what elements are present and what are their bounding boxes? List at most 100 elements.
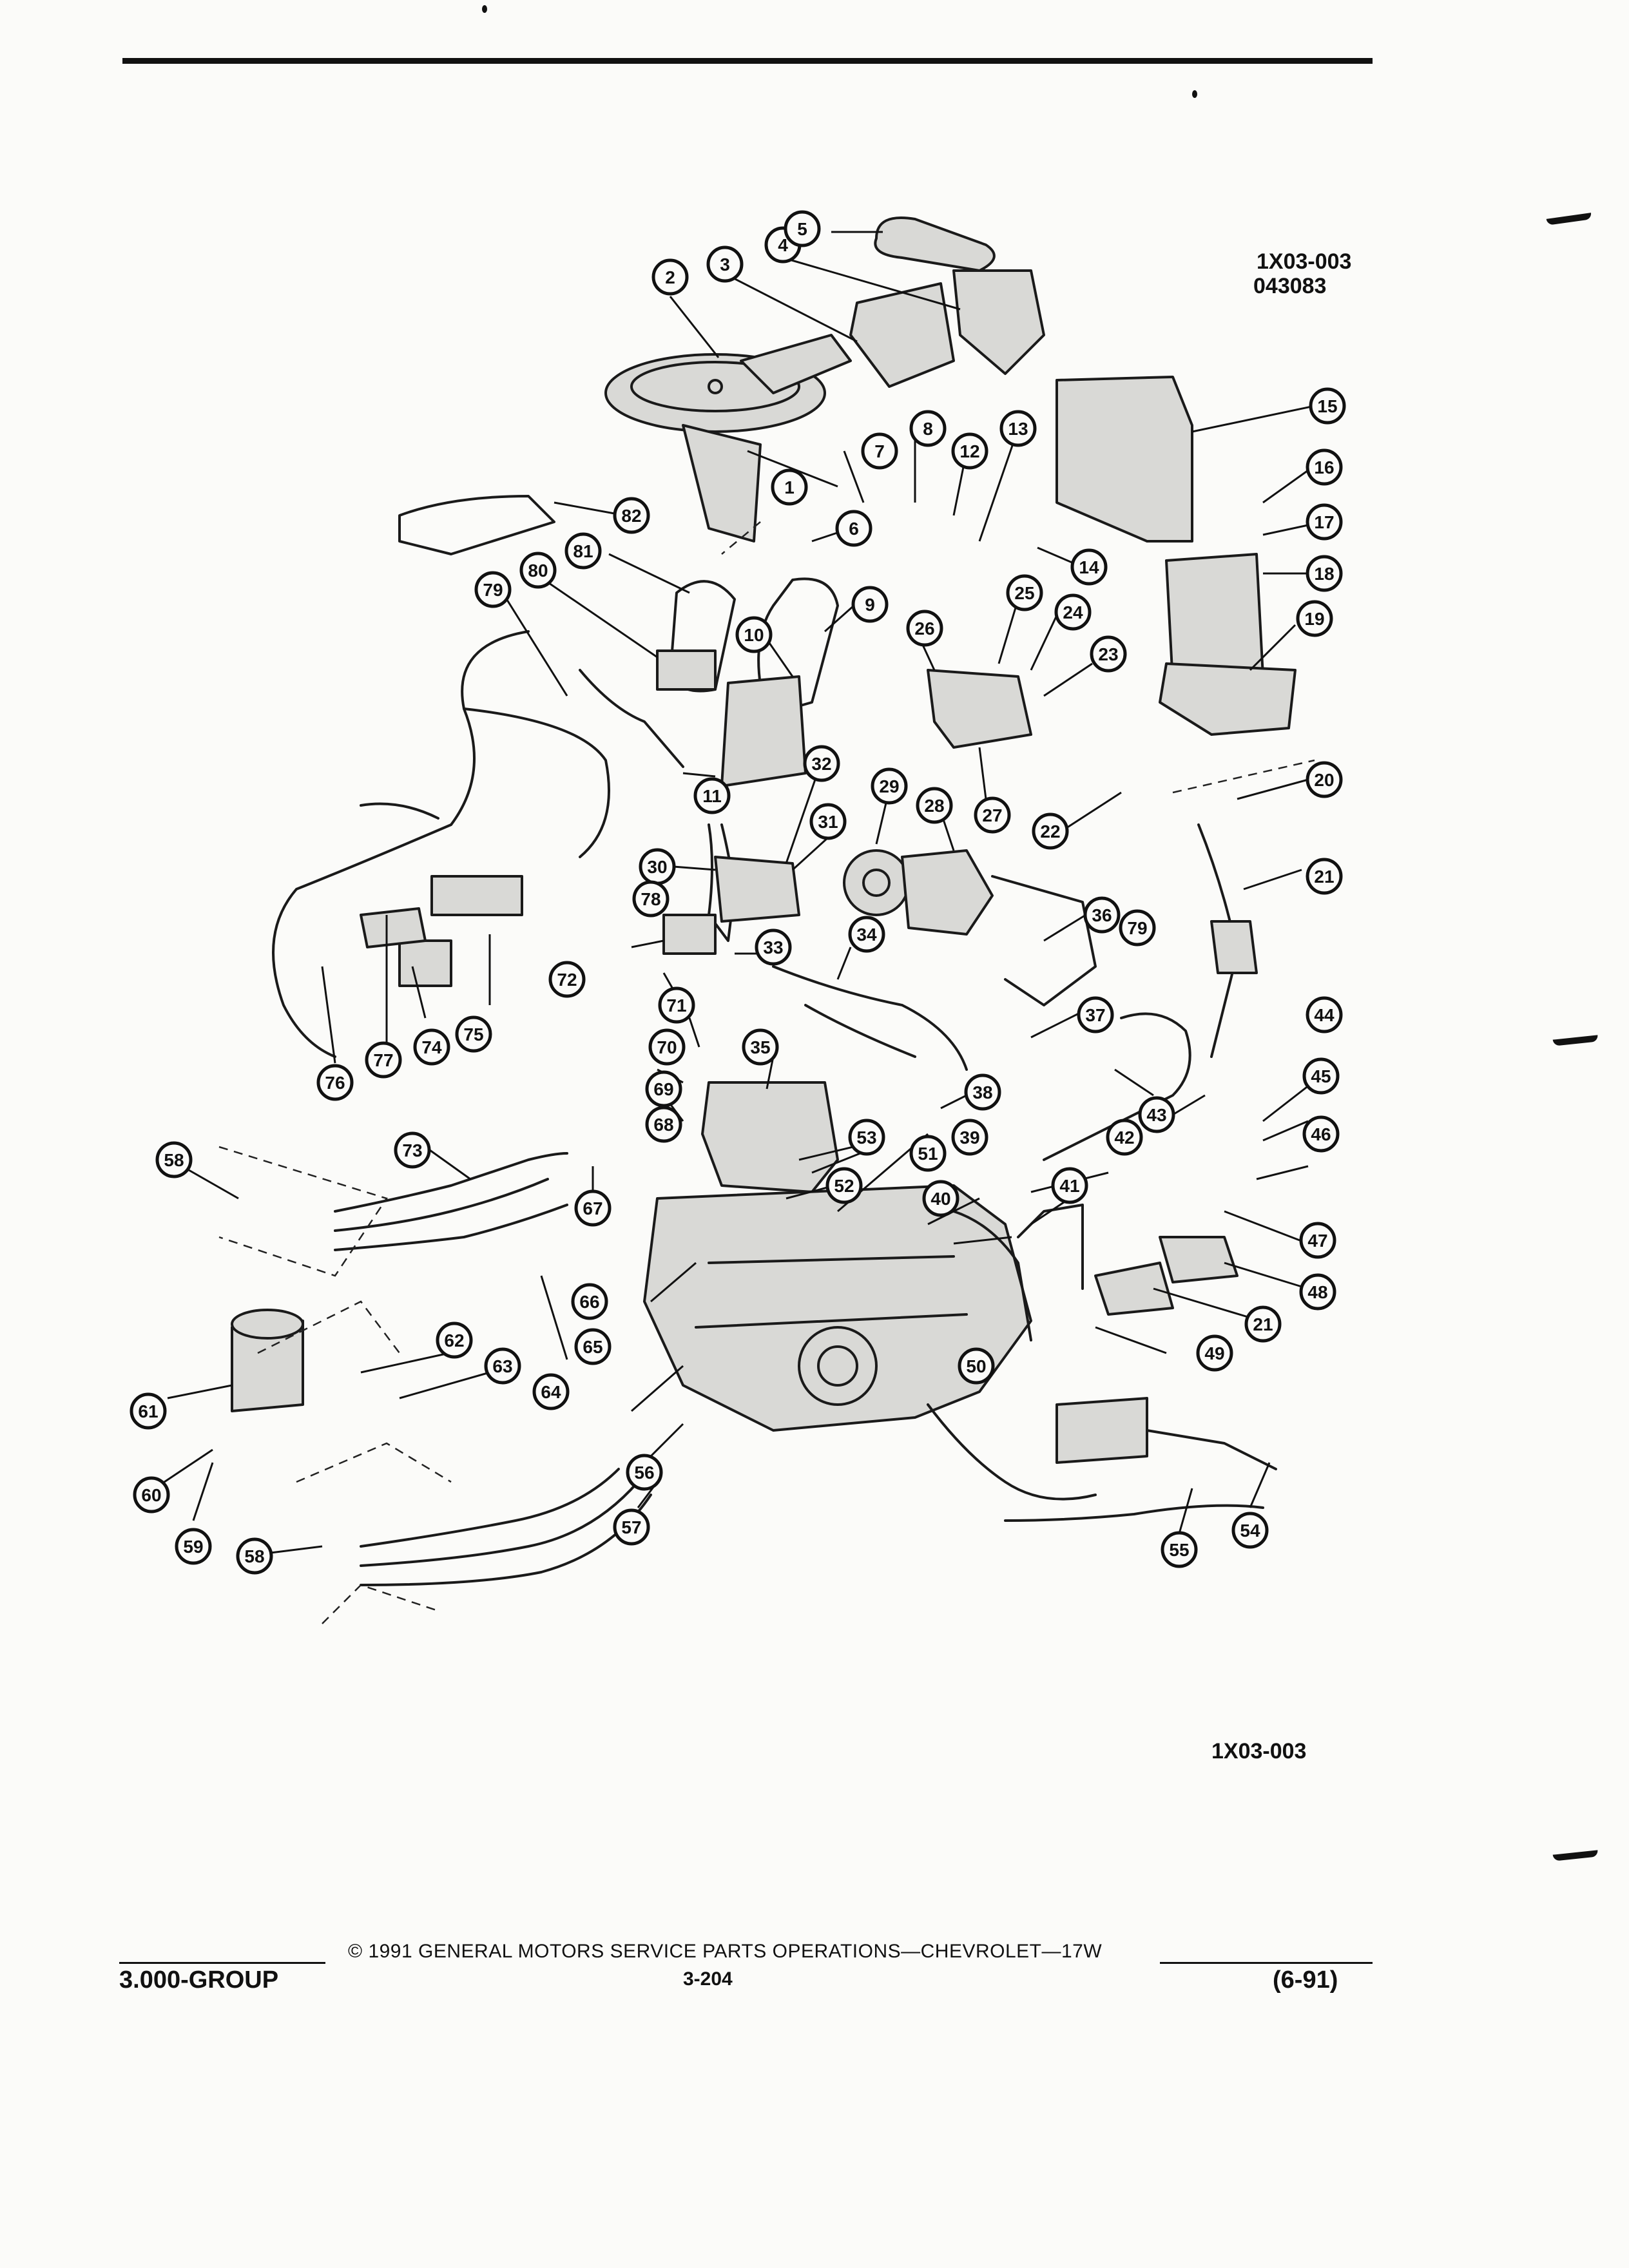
callout-31: 31: [809, 803, 847, 840]
callout-ring: [999, 410, 1037, 447]
callout-79: 79: [474, 571, 512, 608]
scan-speck: [1192, 90, 1197, 98]
callout-number: 49: [1204, 1343, 1224, 1363]
callout-28: 28: [916, 787, 953, 824]
callout-ring: [1309, 387, 1346, 425]
callout-ring: [964, 1073, 1001, 1111]
callout-15: 15: [1309, 387, 1346, 425]
callout-77: 77: [365, 1041, 402, 1079]
callout-60: 60: [133, 1476, 170, 1514]
callout-16: 16: [1306, 448, 1343, 486]
callout-number: 14: [1079, 557, 1099, 577]
callout-59: 59: [175, 1528, 212, 1565]
callout-number: 3: [720, 255, 730, 274]
callout-ring: [1090, 635, 1127, 673]
callout-number: 79: [1127, 918, 1147, 938]
callout-number: 78: [641, 889, 660, 909]
callout-ring: [574, 1189, 612, 1227]
callout-number: 42: [1114, 1128, 1134, 1148]
callout-ring: [922, 1180, 959, 1217]
callout-ring: [1306, 555, 1343, 592]
callout-number: 58: [244, 1546, 264, 1566]
callout-number: 9: [865, 595, 875, 615]
callout-3: 3: [706, 245, 744, 283]
callout-number: 68: [653, 1115, 673, 1135]
callout-8: 8: [909, 410, 947, 447]
callout-36: 36: [1083, 896, 1121, 934]
callout-ring: [1051, 1167, 1088, 1204]
revision-date: (6-91): [1273, 1966, 1338, 1994]
callout-ring: [1054, 593, 1092, 631]
callout-40: 40: [922, 1180, 959, 1217]
callout-ring: [1299, 1222, 1336, 1259]
callout-number: 47: [1307, 1231, 1327, 1251]
callout-81: 81: [564, 532, 602, 570]
callout-57: 57: [613, 1508, 650, 1546]
callout-ring: [803, 745, 840, 782]
callout-number: 50: [966, 1356, 986, 1376]
callout-22: 22: [1032, 812, 1069, 850]
callout-number: 51: [918, 1144, 938, 1164]
callout-ring: [861, 432, 898, 470]
callout-29: 29: [871, 767, 908, 805]
callout-79: 79: [1119, 909, 1156, 947]
callout-number: 28: [924, 796, 944, 816]
callout-ring: [706, 245, 744, 283]
callout-2: 2: [651, 258, 689, 296]
callout-number: 45: [1311, 1066, 1331, 1086]
callout-number: 34: [856, 925, 877, 945]
callout-number: 56: [634, 1463, 654, 1483]
callout-ring: [651, 258, 689, 296]
footer-rule-left: [119, 1962, 325, 1964]
callout-55: 55: [1161, 1531, 1198, 1568]
callout-52: 52: [825, 1167, 863, 1204]
callout-ring: [848, 916, 885, 953]
callout-ring: [1306, 858, 1343, 895]
callout-ring: [1077, 996, 1114, 1033]
callout-ring: [1006, 574, 1043, 611]
callout-ring: [1083, 896, 1121, 934]
callout-number: 21: [1314, 867, 1334, 887]
callout-number: 2: [665, 267, 675, 287]
callout-54: 54: [1231, 1512, 1269, 1549]
callout-number: 24: [1063, 602, 1083, 622]
callout-43: 43: [1138, 1096, 1175, 1133]
callout-ring: [951, 1119, 988, 1156]
callout-56: 56: [626, 1454, 663, 1491]
callout-ring: [532, 1373, 570, 1410]
callout-5: 5: [784, 210, 821, 247]
callout-75: 75: [455, 1015, 492, 1053]
copyright-line: © 1991 GENERAL MOTORS SERVICE PARTS OPER…: [348, 1941, 1103, 1962]
callout-ring: [1138, 1096, 1175, 1133]
callout-ring: [632, 880, 670, 918]
callout-24: 24: [1054, 593, 1092, 631]
callout-ring: [626, 1454, 663, 1491]
callout-70: 70: [648, 1028, 686, 1066]
scan-speck: [482, 5, 487, 13]
callout-ring: [1119, 909, 1156, 947]
callout-48: 48: [1299, 1273, 1336, 1311]
callout-number: 18: [1314, 564, 1334, 584]
callout-ring: [658, 986, 695, 1024]
callout-number: 26: [914, 619, 934, 639]
callout-65: 65: [574, 1328, 612, 1365]
callout-ring: [1302, 1057, 1340, 1095]
callout-32: 32: [803, 745, 840, 782]
callout-number: 53: [856, 1128, 876, 1148]
callout-number: 15: [1317, 396, 1337, 416]
callout-number: 41: [1059, 1176, 1079, 1196]
callout-number: 74: [421, 1037, 442, 1057]
callout-number: 12: [959, 441, 979, 461]
callout-ring: [574, 1328, 612, 1365]
callout-ring: [645, 1106, 682, 1143]
callout-68: 68: [645, 1106, 682, 1143]
callout-number: 52: [834, 1176, 854, 1196]
callout-74: 74: [413, 1028, 450, 1066]
callout-ring: [1196, 1334, 1233, 1372]
callout-72: 72: [548, 961, 586, 998]
callout-ring: [951, 432, 988, 470]
callout-ring: [755, 928, 792, 966]
callout-ring: [1032, 812, 1069, 850]
callout-ring: [155, 1141, 193, 1178]
callout-12: 12: [951, 432, 988, 470]
